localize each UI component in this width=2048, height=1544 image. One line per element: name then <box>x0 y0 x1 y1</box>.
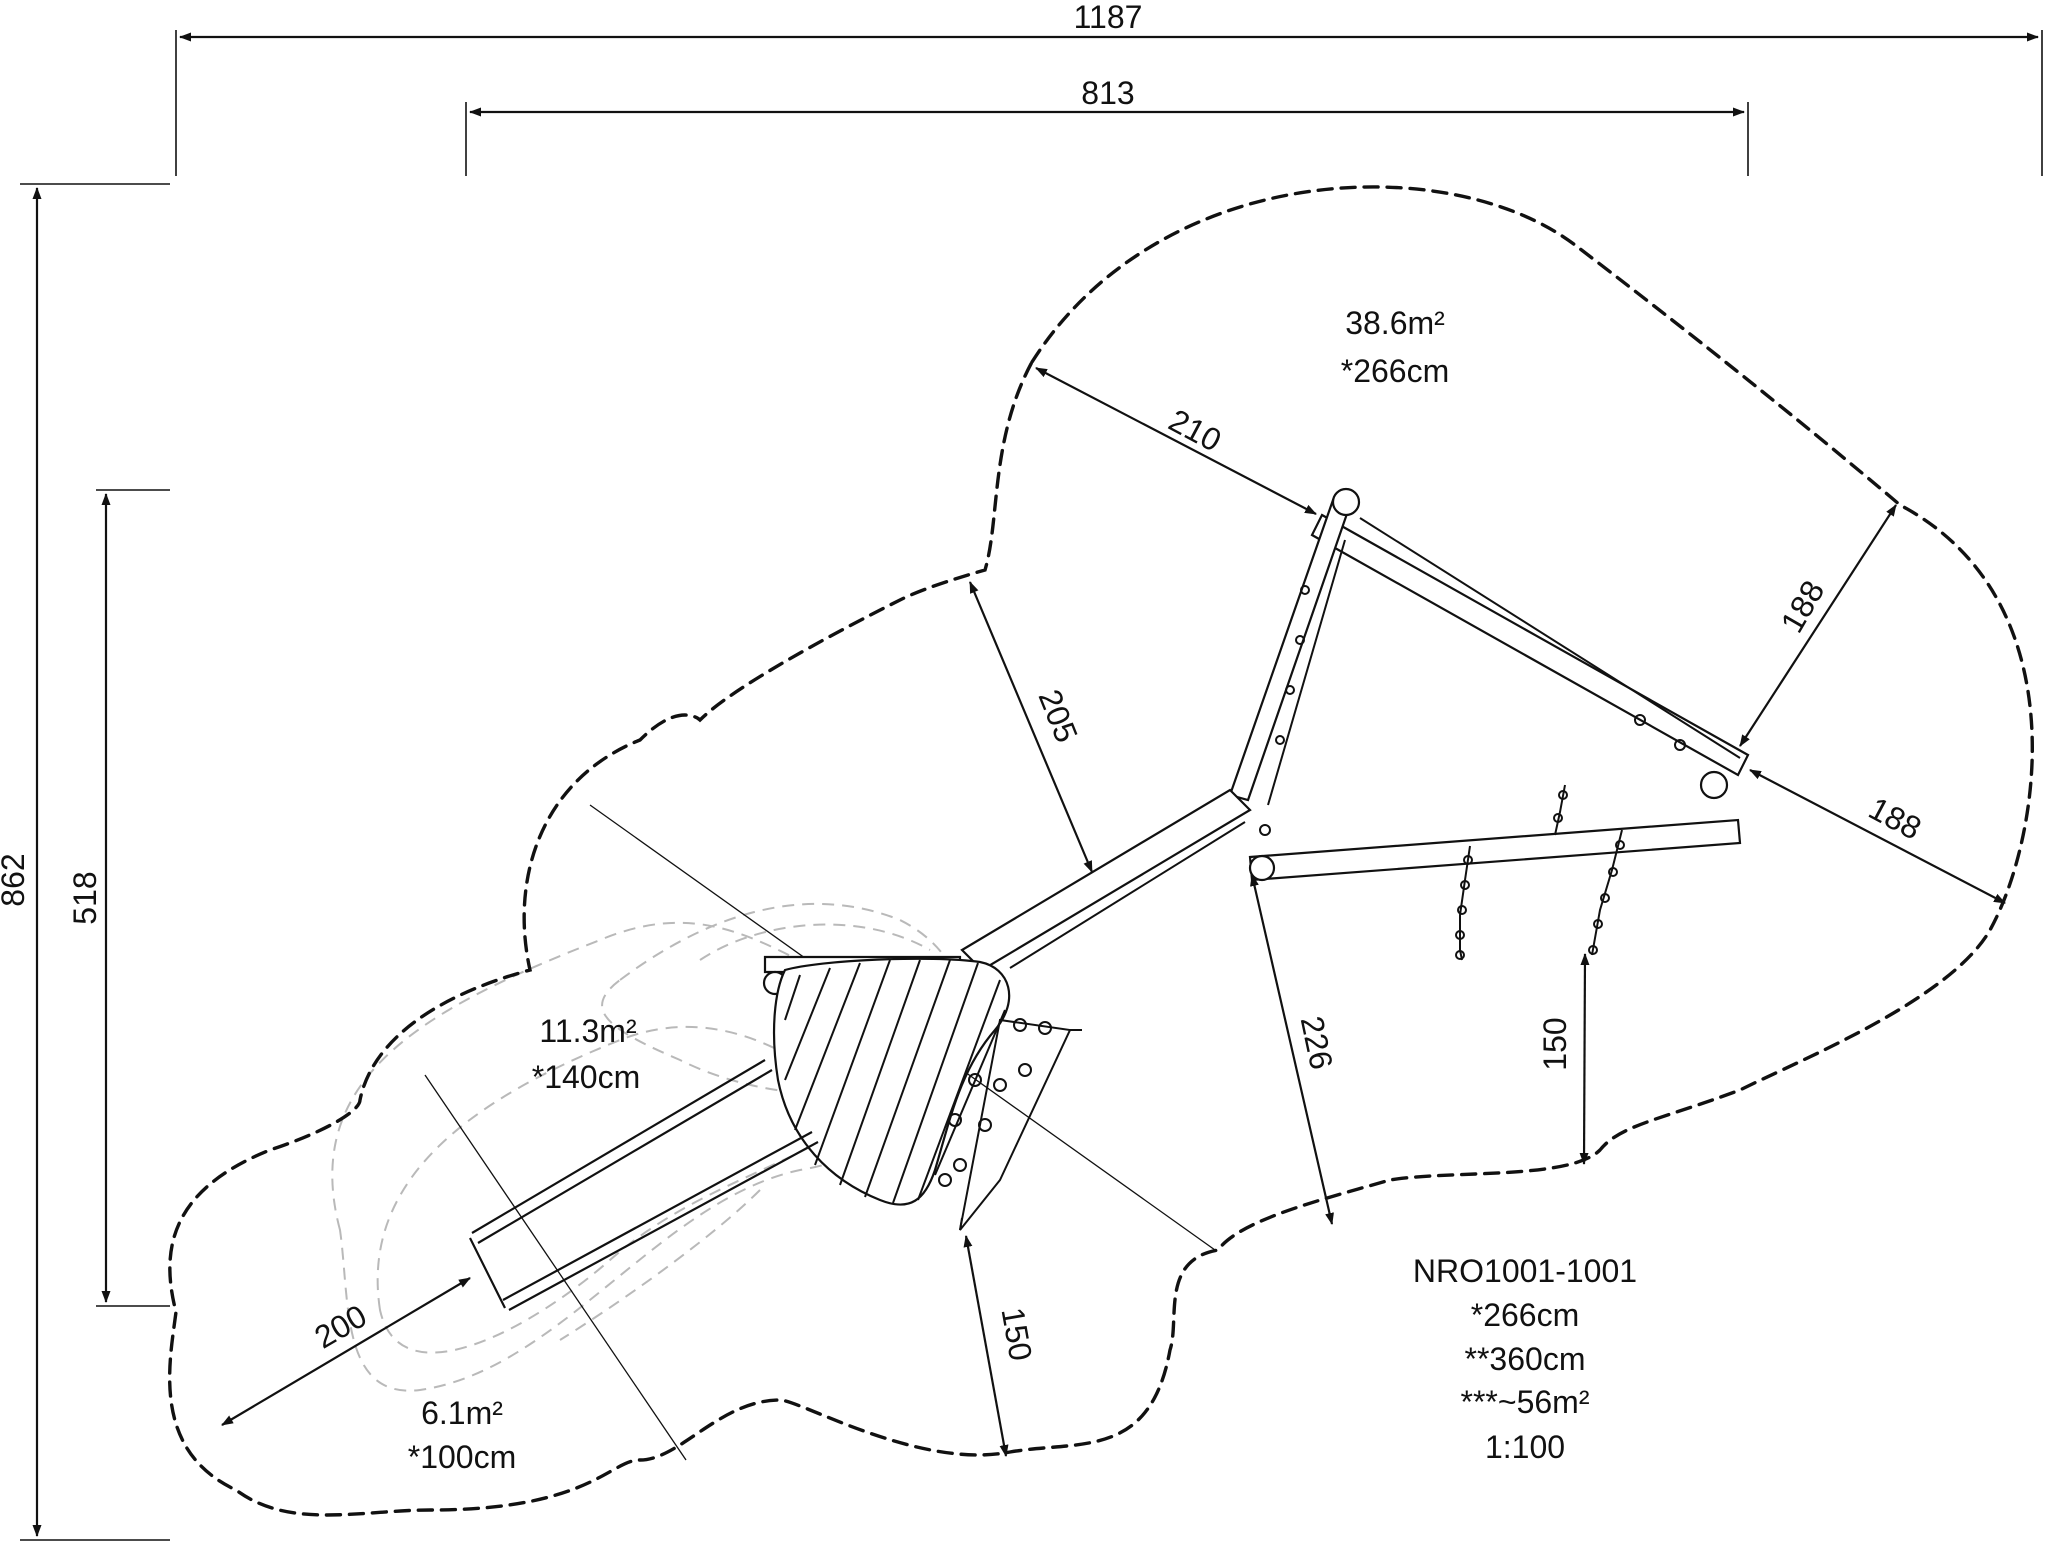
info-height-2: **360cm <box>1465 1341 1586 1377</box>
dim-arrow-slide-side <box>963 1235 1009 1457</box>
dim-arrow-swing-side-a <box>1739 504 1897 747</box>
dim-arrow-slide-exit <box>221 1277 471 1426</box>
info-height-1: *266cm <box>1471 1297 1580 1333</box>
dim-inner-width <box>465 102 1749 176</box>
zone-label-swing-height: *266cm <box>1341 353 1450 389</box>
dim-label-swing-front: 226 <box>1294 1013 1340 1073</box>
dim-label-slide-side: 150 <box>994 1305 1039 1364</box>
zone-label-tower-area: 11.3m² <box>539 1013 637 1049</box>
info-area: ***~56m² <box>1461 1384 1590 1420</box>
dim-arrow-swing-front <box>1250 874 1334 1225</box>
zone-label-slide-height: *100cm <box>408 1439 517 1475</box>
dim-label-swing-side-a: 188 <box>1774 574 1832 638</box>
roof-hatching <box>784 959 1006 1204</box>
dim-arrow-swing-side-b <box>1749 769 2006 904</box>
dim-label-inner-height: 518 <box>67 871 103 924</box>
dim-label-inner-width: 813 <box>1081 75 1134 111</box>
dim-label-beam-clearance: 205 <box>1032 684 1085 747</box>
dim-arrow-beam-clearance <box>968 581 1094 873</box>
dim-arrow-swing-seat <box>1579 953 1590 1165</box>
internal-dimensions <box>221 367 2006 1457</box>
climbing-net <box>959 1018 1072 1231</box>
safety-zone-outline <box>167 185 2034 1517</box>
product-code: NRO1001-1001 <box>1413 1253 1637 1289</box>
swing-frame <box>960 487 1750 972</box>
dim-label-overall-width: 1187 <box>1074 0 1143 35</box>
dim-label-swing-side-b: 188 <box>1863 790 1927 847</box>
zone-label-slide-area: 6.1m² <box>421 1395 503 1431</box>
dim-overall-height <box>20 183 170 1541</box>
zone-label-swing-area: 38.6m² <box>1345 305 1445 341</box>
dim-label-swing-seat: 150 <box>1537 1017 1573 1070</box>
tower-unit <box>469 955 1082 1311</box>
dim-inner-height <box>96 489 170 1307</box>
dim-arrow-swing-back <box>1035 367 1317 515</box>
dim-label-overall-height: 862 <box>0 853 31 906</box>
dim-label-swing-back: 210 <box>1163 402 1227 459</box>
tower-roof-hatched <box>772 957 1011 1206</box>
dim-label-slide-exit: 200 <box>308 1298 372 1356</box>
zone-label-tower-height: *140cm <box>532 1059 641 1095</box>
net-knots <box>938 1018 1052 1187</box>
info-block: NRO1001-1001 *266cm **360cm ***~56m² 1:1… <box>1413 1253 1637 1465</box>
info-scale: 1:100 <box>1485 1429 1565 1465</box>
dim-overall-width <box>175 30 2043 176</box>
